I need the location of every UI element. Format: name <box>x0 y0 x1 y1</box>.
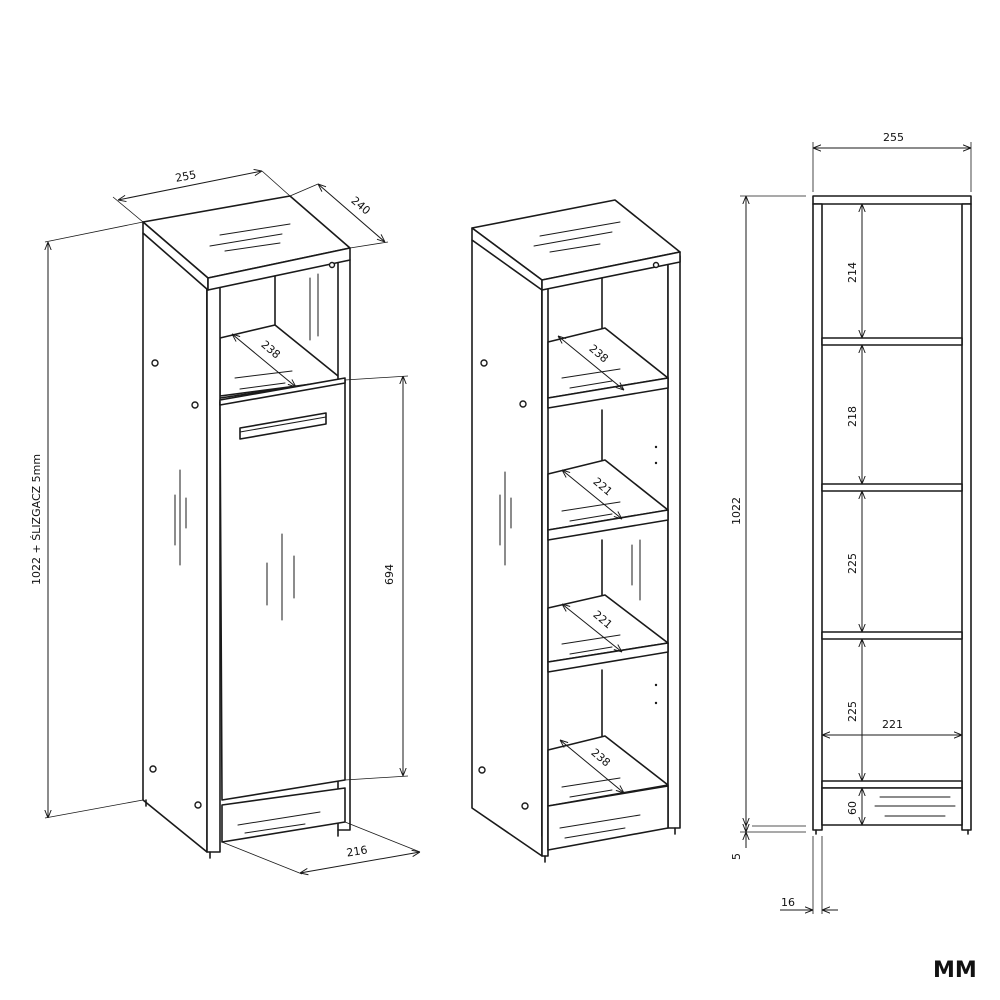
elev-right-side <box>961 203 972 831</box>
dim-inner-width: 221 <box>882 718 903 731</box>
screw-hole <box>478 766 486 774</box>
screw-hole <box>194 801 202 809</box>
dim-left-width: 255 <box>174 168 197 185</box>
screw-hole <box>328 261 336 269</box>
screw-hole <box>519 400 527 408</box>
mid-top-front <box>541 251 681 291</box>
screw-hole <box>191 401 199 409</box>
screw-hole <box>151 359 159 367</box>
shelf-1-edge <box>547 377 669 409</box>
front-elevation-view <box>812 195 972 835</box>
elev-top <box>812 195 972 205</box>
dim-compartment-3: 225 <box>846 553 859 574</box>
mid-right-rail <box>667 255 681 829</box>
dim-door-height: 694 <box>383 564 396 585</box>
dim-plinth-height: 60 <box>846 801 859 815</box>
dim-board-thickness: 16 <box>781 896 795 909</box>
dim-left-height: 1022 + ŚLIZGACZ 5mm <box>30 454 43 585</box>
door-top-edge <box>219 377 346 406</box>
right-view-dimensions: 255 1022 214 218 225 225 221 60 5 16 <box>730 131 972 914</box>
shelf-3-edge <box>547 642 669 673</box>
dim-elev-height: 1022 <box>730 497 743 525</box>
unit-label: MM <box>933 958 977 983</box>
elev-shelf-2 <box>821 483 963 492</box>
dim-glider: 5 <box>730 853 743 860</box>
shelf-2-edge <box>547 509 669 541</box>
cabinet-with-door-view <box>142 195 351 859</box>
door-handle <box>239 412 327 440</box>
screw-hole <box>149 765 157 773</box>
elev-shelf-3 <box>821 631 963 640</box>
dim-elev-width: 255 <box>883 131 904 144</box>
top-board-front <box>207 247 351 291</box>
mid-left-rail <box>541 284 549 857</box>
dim-bottom-depth: 216 <box>346 843 369 859</box>
elev-shelf-1 <box>821 337 963 346</box>
dim-compartment-2: 218 <box>846 406 859 427</box>
left-front-rail <box>206 282 221 853</box>
elev-left-side <box>812 203 823 831</box>
screw-hole <box>652 261 660 269</box>
mid-side-panel <box>471 239 543 857</box>
dim-compartment-1: 214 <box>846 262 859 283</box>
open-shelf-view <box>471 199 681 863</box>
mid-plinth <box>547 785 669 851</box>
dim-compartment-4: 225 <box>846 701 859 722</box>
screw-hole <box>521 802 529 810</box>
elev-bottom-shelf <box>821 780 963 789</box>
screw-hole <box>480 359 488 367</box>
left-view-dimensions: 255 240 1022 + ŚLIZGACZ 5mm 694 216 238 <box>30 168 420 874</box>
